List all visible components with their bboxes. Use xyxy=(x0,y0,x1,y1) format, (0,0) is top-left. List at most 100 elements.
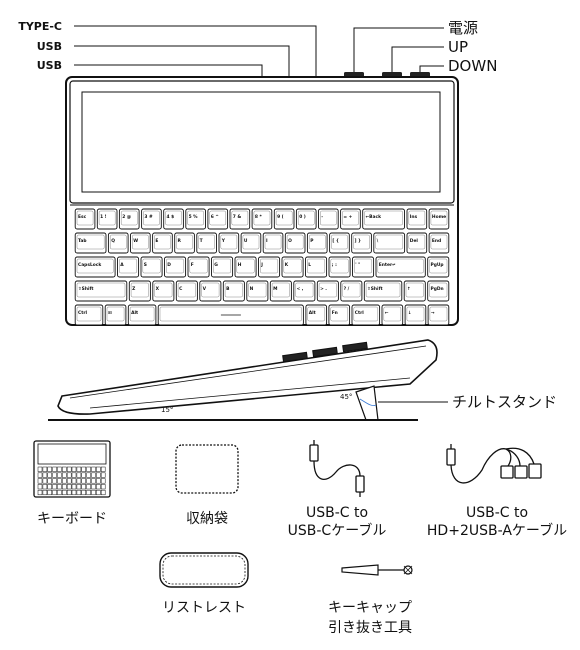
keycap-top xyxy=(213,258,232,274)
key-row5-4 xyxy=(305,304,328,326)
key-label: Alt xyxy=(309,310,316,316)
side-top-edge xyxy=(69,345,427,399)
key-row1-1 xyxy=(96,208,118,230)
thumb-key xyxy=(81,489,86,496)
key-row2-0 xyxy=(74,232,107,254)
key-label: Esc xyxy=(78,214,87,220)
keycap-top xyxy=(98,210,116,226)
usbc-cable-caption-line-2: USB-Cケーブル xyxy=(288,522,387,539)
key-row3-12 xyxy=(375,256,426,278)
key-label: → xyxy=(431,311,435,316)
keycap-top xyxy=(177,282,196,298)
keycap-top xyxy=(353,234,370,250)
thumb-key xyxy=(42,472,48,478)
key-row2-12 xyxy=(351,232,372,254)
key-row4-3 xyxy=(175,280,198,302)
keycap-top xyxy=(201,282,220,298)
key-row3-11 xyxy=(352,256,375,278)
key-row1-15 xyxy=(428,208,450,230)
key-row3-6 xyxy=(234,256,257,278)
thumb-key xyxy=(57,478,62,484)
usb-2-leader-line xyxy=(74,64,263,76)
key-label: Alt xyxy=(131,310,138,316)
keycap-top xyxy=(154,282,173,298)
key-label: - xyxy=(321,215,323,220)
key-row2-11 xyxy=(329,232,350,254)
key-row4-4 xyxy=(199,280,222,302)
keycap-top xyxy=(132,234,149,250)
key-row1-6 xyxy=(207,208,229,230)
keycap-top xyxy=(242,234,260,250)
key-label: ↓ xyxy=(408,310,412,316)
thumb-key xyxy=(86,484,91,490)
key-row3-10 xyxy=(328,256,351,278)
side-body xyxy=(57,339,438,415)
keycap-top xyxy=(331,234,348,250)
thumb-key xyxy=(57,472,62,478)
thumb-key xyxy=(57,466,62,472)
thumb-key xyxy=(52,472,57,478)
thumb-key xyxy=(100,466,106,472)
key-label: Fn xyxy=(332,310,338,316)
key-label: ' " xyxy=(355,262,360,268)
thumb-key xyxy=(42,466,48,472)
key-row5-2 xyxy=(127,304,157,326)
thumb-key xyxy=(96,472,101,478)
keycap-top xyxy=(308,234,326,250)
key-label: Tab xyxy=(78,238,87,244)
thumb-key xyxy=(47,484,52,490)
keycap-top xyxy=(307,258,326,274)
keycap-top xyxy=(224,282,243,298)
key-label: Q xyxy=(111,238,115,244)
key-row5-9 xyxy=(427,304,450,326)
usb-label-1: USB xyxy=(37,40,62,53)
thumb-key xyxy=(66,478,72,484)
key-row2-10 xyxy=(306,232,328,254)
keycap-top xyxy=(119,258,138,274)
keycap-top xyxy=(295,282,314,298)
side-button-3 xyxy=(342,341,368,353)
thumb-key xyxy=(52,484,57,490)
key-row1-13 xyxy=(362,208,405,230)
keycap-top xyxy=(189,258,208,274)
key-row2-2 xyxy=(130,232,151,254)
key-row5-1 xyxy=(104,304,127,326)
thumb-key xyxy=(91,478,96,484)
keycap-top xyxy=(430,210,448,226)
keycap-top xyxy=(109,234,127,250)
keycap-top xyxy=(76,306,102,322)
key-label: A xyxy=(120,262,124,268)
thumb-key xyxy=(96,489,101,496)
key-label: R xyxy=(178,238,182,244)
up-leader-line xyxy=(391,46,444,76)
key-row1-4 xyxy=(163,208,184,230)
thumb-key xyxy=(96,466,101,472)
keycap-top xyxy=(143,210,160,226)
thumb-key xyxy=(66,489,72,496)
tilt-stand-label: チルトスタンド xyxy=(452,393,557,411)
display-screen xyxy=(81,91,441,193)
thumb-key xyxy=(57,489,62,496)
key-label: < , xyxy=(297,286,304,292)
keycap-top xyxy=(176,234,193,250)
keycap-top xyxy=(187,210,204,226)
key-row4-9 xyxy=(316,280,339,302)
key-label: Z xyxy=(132,286,135,292)
key-row5-6 xyxy=(351,304,381,326)
keycap-top xyxy=(405,282,424,298)
keycap-top xyxy=(283,258,302,274)
key-row3-7 xyxy=(258,256,281,278)
key-label: I xyxy=(266,238,268,244)
key-label: ⊞ xyxy=(108,311,112,316)
key-label: ↑ xyxy=(407,286,411,292)
key-label: PgUp xyxy=(431,262,444,268)
thumb-key xyxy=(62,489,67,496)
key-row1-8 xyxy=(251,208,273,230)
key-row2-6 xyxy=(218,232,240,254)
key-row2-3 xyxy=(152,232,173,254)
thumb-key xyxy=(86,478,91,484)
key-row1-0 xyxy=(74,208,96,230)
key-row4-5 xyxy=(222,280,245,302)
storage-bag-caption: 収納袋 xyxy=(186,511,228,527)
storage-bag-icon xyxy=(175,444,239,494)
